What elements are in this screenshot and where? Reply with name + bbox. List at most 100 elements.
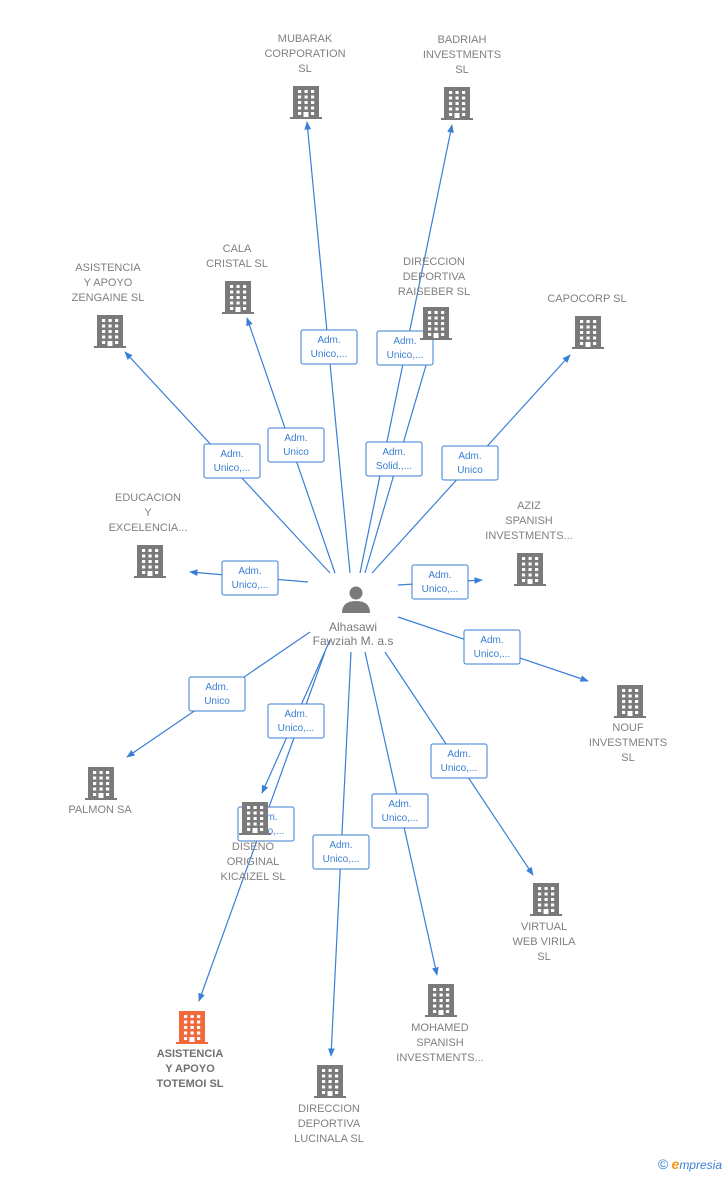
company-node-asistencia-totemoi[interactable]: ASISTENCIA Y APOYO TOTEMOI SL bbox=[156, 1011, 224, 1090]
company-name-line: DEPORTIVA bbox=[298, 1118, 361, 1130]
building-icon bbox=[94, 315, 126, 348]
company-node-badriah[interactable]: BADRIAH INVESTMENTS SL bbox=[423, 34, 501, 120]
edge-label-line: Unico,... bbox=[232, 580, 269, 591]
company-name-line: SL bbox=[298, 63, 311, 75]
company-name-line: NOUF bbox=[612, 722, 643, 734]
company-name-line: INVESTMENTS bbox=[423, 49, 501, 61]
company-node-capocorp[interactable]: CAPOCORP SL bbox=[547, 293, 627, 349]
edge-label-palmon[interactable]: Adm.Unico bbox=[188, 676, 246, 712]
edge-label-asistencia-zengaine[interactable]: Adm.Unico,... bbox=[203, 443, 261, 479]
edge-label-capocorp[interactable]: Adm.Unico bbox=[441, 445, 499, 481]
person-name-line: Alhasawi bbox=[329, 620, 377, 634]
company-node-nouf[interactable]: NOUF INVESTMENTS SL bbox=[589, 685, 667, 764]
building-icon bbox=[530, 883, 562, 916]
edge-label-mohamed[interactable]: Adm. Unico,... bbox=[371, 793, 429, 829]
edge-label-badriah[interactable]: Adm.Unico,... bbox=[376, 330, 434, 366]
edge-label-line: Unico,... bbox=[382, 813, 419, 824]
company-name-line: INVESTMENTS... bbox=[396, 1052, 483, 1064]
company-node-aziz[interactable]: AZIZSPANISHINVESTMENTS... bbox=[485, 500, 573, 586]
company-name-line: KICAIZEL SL bbox=[220, 871, 285, 883]
edge-label-line: Unico bbox=[204, 696, 230, 707]
edge-label-line: Unico,... bbox=[387, 350, 424, 361]
edge-label-line: Solid.,... bbox=[376, 461, 412, 472]
edge-label-direccion-raiseber[interactable]: Adm. Solid.,... bbox=[365, 441, 423, 477]
company-name-line: CAPOCORP SL bbox=[547, 293, 626, 305]
edge-label-line: Adm. bbox=[447, 749, 470, 760]
edge-label-line: Adm. bbox=[284, 709, 307, 720]
building-icon bbox=[572, 316, 604, 349]
company-node-asistencia-zengaine[interactable]: ASISTENCIA Y APOYO ZENGAINE SL bbox=[72, 262, 145, 348]
edge-label-nouf[interactable]: Adm.Unico,... bbox=[463, 629, 521, 665]
company-name-line: SL bbox=[455, 64, 468, 76]
company-name-line: DISEÑO bbox=[232, 840, 275, 853]
building-icon bbox=[514, 553, 546, 586]
edge-label-line: Unico,... bbox=[311, 349, 348, 360]
building-icon bbox=[222, 281, 254, 314]
building-icon bbox=[134, 545, 166, 578]
edge-label-aziz[interactable]: Adm. Unico,... bbox=[411, 564, 469, 600]
company-name-line: CALA bbox=[223, 243, 252, 255]
brand-rest: mpresia bbox=[679, 1158, 722, 1172]
company-name-line: DIRECCION bbox=[403, 256, 465, 268]
company-name-line: Y APOYO bbox=[84, 277, 133, 289]
company-node-mohamed[interactable]: MOHAMEDSPANISHINVESTMENTS... bbox=[396, 984, 484, 1064]
company-name-line: SL bbox=[621, 752, 634, 764]
company-node-educacion[interactable]: EDUCACIONYEXCELENCIA... bbox=[109, 492, 188, 578]
company-name-line: ORIGINAL bbox=[227, 856, 280, 868]
building-icon bbox=[239, 802, 271, 835]
edge-label-line: Adm. bbox=[480, 635, 503, 646]
company-name-line: Y bbox=[144, 507, 152, 519]
company-node-palmon[interactable]: PALMON SA bbox=[68, 767, 132, 816]
edge-label-line: Adm. bbox=[382, 447, 405, 458]
company-name-line: CORPORATION bbox=[264, 48, 345, 60]
edge-label-line: Unico,... bbox=[422, 584, 459, 595]
company-name-line: LUCINALA SL bbox=[294, 1133, 364, 1145]
building-icon bbox=[85, 767, 117, 800]
edge-label-mubarak[interactable]: Adm. Unico,... bbox=[300, 329, 358, 365]
edge-label-cala[interactable]: Adm. Unico bbox=[267, 427, 325, 463]
company-name-line: INVESTMENTS bbox=[589, 737, 667, 749]
edge-label-line: Unico,... bbox=[441, 763, 478, 774]
company-name-line: ASISTENCIA bbox=[75, 262, 141, 274]
company-name-line: EXCELENCIA... bbox=[109, 522, 188, 534]
company-name-line: Y APOYO bbox=[165, 1063, 215, 1075]
company-name-line: PALMON SA bbox=[68, 804, 132, 816]
edge-label-line: Adm. bbox=[388, 799, 411, 810]
edge-label-line: Unico bbox=[283, 447, 309, 458]
edge-label-line: Unico,... bbox=[278, 723, 315, 734]
company-node-direccion-raiseber[interactable]: DIRECCION DEPORTIVA RAISEBER SL bbox=[398, 256, 470, 340]
nodes-layer: MUBARAKCORPORATIONSLBADRIAHINVESTMENTSSL… bbox=[68, 33, 667, 1145]
edge-label-diseno[interactable]: Adm. Unico,... bbox=[267, 703, 325, 739]
company-name-line: RAISEBER SL bbox=[398, 286, 470, 298]
edge-label-direccion-lucinala[interactable]: Adm.Unico,... bbox=[312, 834, 370, 870]
company-name-line: TOTEMOI SL bbox=[156, 1078, 223, 1090]
edge-label-educacion[interactable]: Adm.Unico,... bbox=[221, 560, 279, 596]
company-name-line: ASISTENCIA bbox=[157, 1048, 224, 1060]
edge-label-line: Adm. bbox=[317, 335, 340, 346]
company-name-line: DEPORTIVA bbox=[403, 271, 466, 283]
company-name-line: AZIZ bbox=[517, 500, 541, 512]
building-icon bbox=[425, 984, 457, 1017]
company-name-line: SL bbox=[537, 951, 550, 963]
company-node-diseno[interactable]: DISEÑO ORIGINAL KICAIZEL SL bbox=[220, 802, 286, 883]
company-name-line: BADRIAH bbox=[438, 34, 487, 46]
edge-label-line: Adm. bbox=[329, 840, 352, 851]
company-name-line: VIRTUAL bbox=[521, 921, 567, 933]
edge-label-line: Adm. bbox=[458, 451, 481, 462]
building-icon bbox=[314, 1065, 346, 1098]
edge-label-line: Adm. bbox=[284, 433, 307, 444]
brand-first-letter: e bbox=[671, 1156, 680, 1172]
company-name-line: ZENGAINE SL bbox=[72, 292, 145, 304]
edge-label-virtual[interactable]: Adm. Unico,... bbox=[430, 743, 488, 779]
building-icon bbox=[290, 86, 322, 119]
edge-label-line: Adm. bbox=[428, 570, 451, 581]
building-icon bbox=[441, 87, 473, 120]
company-name-line: SPANISH bbox=[416, 1037, 464, 1049]
